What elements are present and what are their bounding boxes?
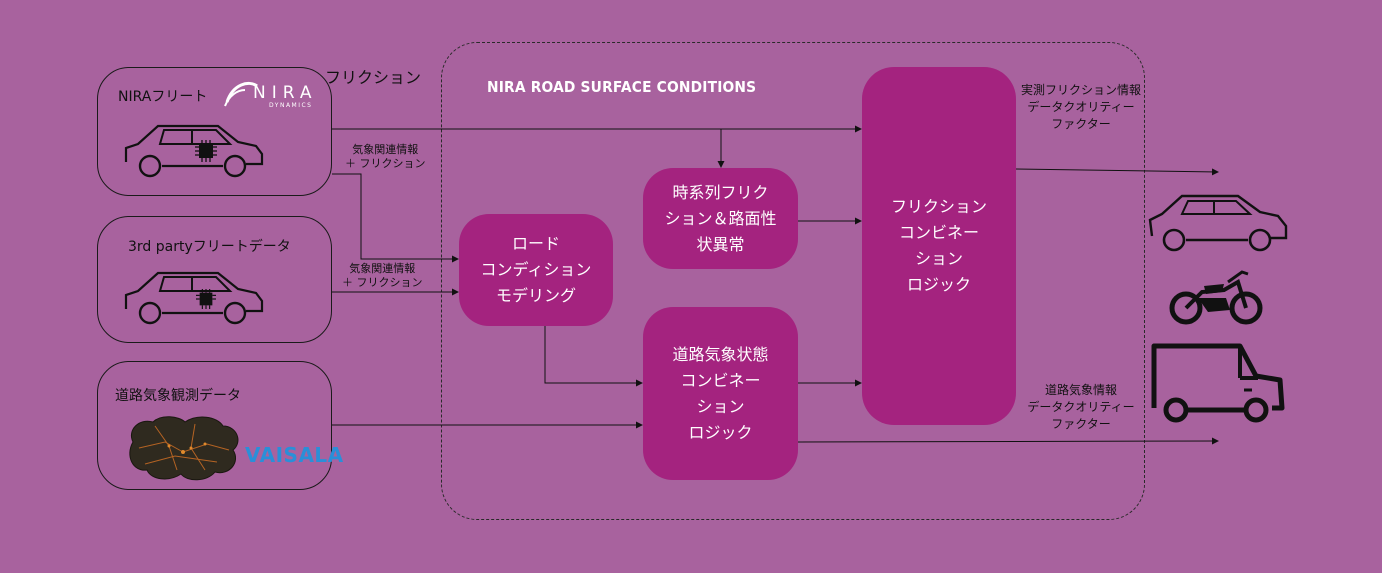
map-icon: [129, 416, 239, 481]
road-condition-modeling-box: ロード コンディション モデリング: [459, 214, 613, 326]
road-weather-box: [97, 361, 332, 490]
motorcycle-icon: [1169, 270, 1263, 325]
car-icon: [124, 271, 264, 325]
nira-fleet-box: [97, 67, 332, 196]
svg-text:DYNAMICS: DYNAMICS: [269, 102, 313, 109]
road-weather-combination-box: 道路気象状態 コンビネー ション ロジック: [643, 307, 798, 480]
road-weather-output-label: 道路気象情報 データクオリティー ファクター: [1027, 383, 1135, 431]
third-party-box: [97, 216, 332, 343]
frame-title: NIRA ROAD SURFACE CONDITIONS: [487, 78, 757, 96]
measured-friction-output-label: 実測フリクション情報 データクオリティー ファクター: [1020, 83, 1141, 131]
van-icon: [1151, 343, 1285, 423]
nira-dynamics-logo: NIRA DYNAMICS: [223, 76, 319, 116]
vaisala-logo: VAISALA: [245, 443, 344, 467]
road-weather-title: 道路気象観測データ: [115, 388, 241, 404]
weather-friction-label-2: 気象関連情報 ＋ フリクション: [342, 262, 423, 289]
friction-top-label: フリクション: [325, 68, 422, 87]
weather-friction-label-1: 気象関連情報 ＋ フリクション: [345, 143, 426, 170]
svg-text:NIRA: NIRA: [253, 83, 317, 103]
friction-combination-box: フリクション コンビネー ション ロジック: [862, 67, 1016, 425]
nira-road-surface-frame: [441, 42, 1145, 520]
third-party-title: 3rd partyフリートデータ: [128, 239, 291, 255]
nira-fleet-title: NIRAフリート: [118, 89, 208, 105]
time-series-friction-box: 時系列フリク ション＆路面性 状異常: [643, 168, 798, 269]
car-icon: [1148, 194, 1288, 252]
car-icon: [124, 124, 264, 178]
chip-icon: [195, 140, 217, 162]
chip-icon: [196, 289, 216, 309]
